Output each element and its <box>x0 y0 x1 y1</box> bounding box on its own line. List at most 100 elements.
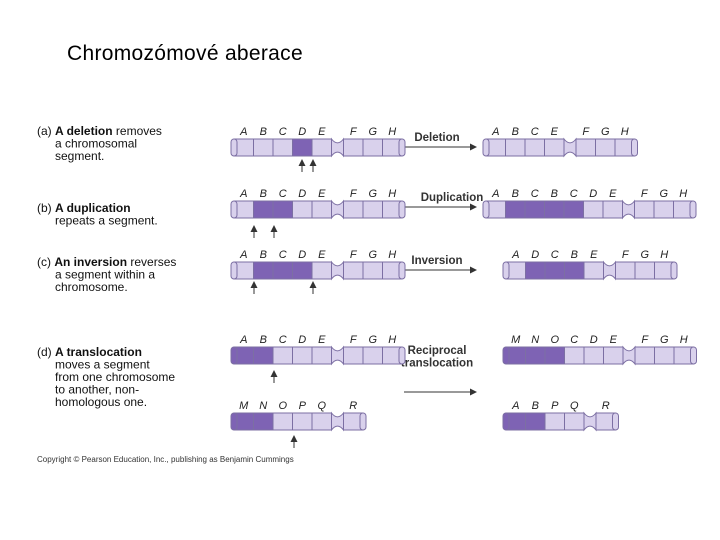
gene-label: H <box>388 334 396 346</box>
gene-segment-b <box>253 200 274 219</box>
gene-label: G <box>368 126 377 138</box>
description-line: moves a segment <box>55 358 150 372</box>
gene-segment-b <box>253 138 274 157</box>
gene-segment-g <box>362 138 383 157</box>
gene-label: O <box>278 400 287 412</box>
gene-label: H <box>621 126 629 138</box>
operation-label: Inversion <box>411 255 462 267</box>
description-line: to another, non- <box>55 383 139 397</box>
gene-label: C <box>279 334 287 346</box>
gene-segment-c <box>524 138 545 157</box>
gene-label: H <box>679 188 687 200</box>
gene-segment-g <box>654 346 675 365</box>
gene-label: B <box>260 126 267 138</box>
gene-label: N <box>531 334 539 346</box>
gene-segment-e <box>311 138 332 157</box>
gene-label: Q <box>317 400 326 412</box>
operation-label: Duplication <box>421 192 484 204</box>
gene-label: D <box>298 188 306 200</box>
gene-label: E <box>590 249 598 261</box>
gene-segment-g <box>362 200 383 219</box>
centromere <box>331 199 344 220</box>
gene-label: F <box>350 188 358 200</box>
gene-label: R <box>349 400 357 412</box>
description-line: (c) An inversion reverses <box>37 255 176 269</box>
gene-segment-n <box>525 346 546 365</box>
gene-label: M <box>511 334 521 346</box>
gene-segment-d <box>583 346 604 365</box>
gene-label: C <box>279 249 287 261</box>
chromosome-end <box>398 138 406 157</box>
centromere <box>331 260 344 281</box>
operation-label: Reciprocal <box>408 345 467 357</box>
chromosome-end <box>502 261 510 280</box>
gene-label: B <box>260 249 267 261</box>
gene-label: E <box>318 188 326 200</box>
gene-label: F <box>582 126 590 138</box>
centromere <box>331 345 344 366</box>
gene-label: E <box>551 126 559 138</box>
gene-segment-d <box>292 138 313 157</box>
chromosome-end <box>690 346 697 365</box>
gene-segment-o <box>272 412 293 431</box>
gene-segment-b <box>564 261 585 280</box>
centromere <box>603 260 616 281</box>
gene-segment-q <box>564 412 585 431</box>
gene-segment-g <box>362 261 383 280</box>
gene-segment-c <box>563 200 584 219</box>
gene-label: A <box>491 188 499 200</box>
chromosome-end <box>230 412 238 431</box>
gene-label: B <box>571 249 578 261</box>
gene-label: A <box>511 400 519 412</box>
description-line: chromosome. <box>55 280 128 294</box>
gene-label: E <box>610 334 618 346</box>
gene-segment-e <box>311 261 332 280</box>
gene-label: F <box>622 249 630 261</box>
chromosome-end <box>502 412 510 431</box>
gene-segment-e <box>311 200 332 219</box>
description-line: a segment within a <box>55 268 155 282</box>
chromosome-end <box>230 346 238 365</box>
gene-segment-p <box>292 412 313 431</box>
gene-label: C <box>570 188 578 200</box>
gene-label: C <box>279 188 287 200</box>
centromere <box>563 137 577 158</box>
gene-label: F <box>350 334 358 346</box>
chromosome-end <box>631 138 638 157</box>
gene-segment-f <box>343 346 364 365</box>
gene-segment-d <box>292 200 313 219</box>
gene-segment-f <box>634 200 655 219</box>
gene-label: G <box>660 334 669 346</box>
gene-label: G <box>640 249 649 261</box>
gene-segment-d <box>292 261 313 280</box>
gene-segment-f <box>615 261 636 280</box>
gene-segment-b <box>253 261 274 280</box>
chromosome-end <box>502 346 510 365</box>
gene-segment-g <box>653 200 674 219</box>
gene-label: C <box>279 126 287 138</box>
gene-label: B <box>512 126 519 138</box>
gene-label: M <box>239 400 249 412</box>
gene-label: E <box>609 188 617 200</box>
gene-label: A <box>239 188 247 200</box>
gene-segment-d <box>292 346 313 365</box>
gene-label: C <box>570 334 578 346</box>
chromosome-end <box>359 412 367 431</box>
gene-label: C <box>551 249 559 261</box>
description-line: a chromosomal <box>55 137 137 151</box>
gene-label: G <box>659 188 668 200</box>
gene-segment-e <box>603 346 624 365</box>
gene-label: O <box>550 334 559 346</box>
gene-segment-o <box>544 346 565 365</box>
gene-label: G <box>601 126 610 138</box>
gene-label: D <box>531 249 539 261</box>
gene-label: A <box>491 126 499 138</box>
gene-label: D <box>298 334 306 346</box>
gene-segment-e <box>602 200 623 219</box>
